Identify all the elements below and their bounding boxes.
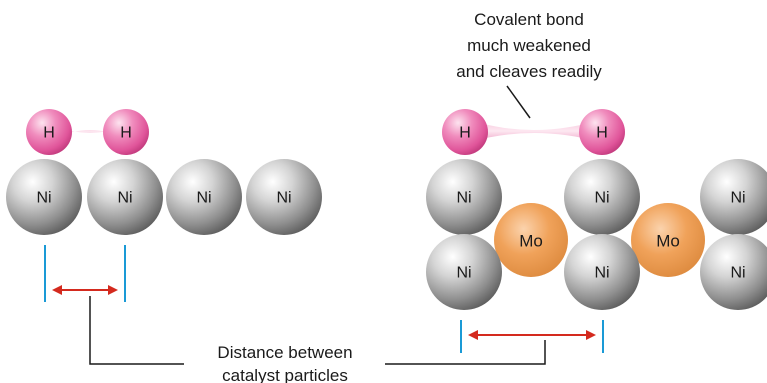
left-nickel-atom-4 [246,159,322,235]
right-molybdenum-label-2: Mo [656,232,680,251]
bond-note-line-1: Covalent bond [474,10,584,29]
right-nickel-atom-4 [426,234,502,310]
right-nickel-label-2: Ni [594,190,609,207]
right-hydrogen-label-2: H [596,125,608,142]
left-hydrogen-label-2: H [120,125,132,142]
right-molybdenum-atom-1 [494,203,568,277]
left-nickel-atom-1 [6,159,82,235]
left-nickel-label-2: Ni [117,190,132,207]
left-catalyst-group: H H Ni Ni Ni Ni [6,109,322,302]
left-nickel-atom-3 [166,159,242,235]
distance-leader-left [89,296,184,365]
right-nickel-label-6: Ni [730,265,745,282]
bond-annotation: Covalent bond much weakened and cleaves … [456,10,602,119]
right-hydrogen-label-1: H [459,125,471,142]
left-hydrogen-atom-1 [26,109,72,155]
left-nickel-atom-2 [87,159,163,235]
right-nickel-label-5: Ni [594,265,609,282]
right-nickel-atom-3 [700,159,767,235]
right-nickel-atom-2 [564,159,640,235]
distance-note-line-2: catalyst particles [222,366,348,383]
left-hydrogen-label-1: H [43,125,55,142]
right-catalyst-group: H H Mo Mo Ni Ni Ni Ni Ni Ni [426,109,767,353]
bond-note-line-2: much weakened [467,36,591,55]
left-nickel-label-3: Ni [196,190,211,207]
right-molybdenum-atom-2 [631,203,705,277]
right-nickel-atom-5 [564,234,640,310]
left-hydrogen-atom-2 [103,109,149,155]
right-hydrogen-atom-2 [579,109,625,155]
left-hh-bond [56,126,124,138]
right-nickel-atom-1 [426,159,502,235]
right-nickel-label-4: Ni [456,265,471,282]
right-nickel-label-1: Ni [456,190,471,207]
distance-leader-right [385,340,546,365]
right-nickel-atom-6 [700,234,767,310]
right-molybdenum-label-1: Mo [519,232,543,251]
right-nickel-label-3: Ni [730,190,745,207]
right-hydrogen-atom-1 [442,109,488,155]
distance-annotation: Distance between catalyst particles [89,296,546,383]
bond-note-leader [506,85,531,119]
distance-note-line-1: Distance between [217,343,352,362]
bond-note-line-3: and cleaves readily [456,62,602,81]
left-nickel-label-1: Ni [36,190,51,207]
left-nickel-label-4: Ni [276,190,291,207]
right-hh-bond [470,120,600,142]
